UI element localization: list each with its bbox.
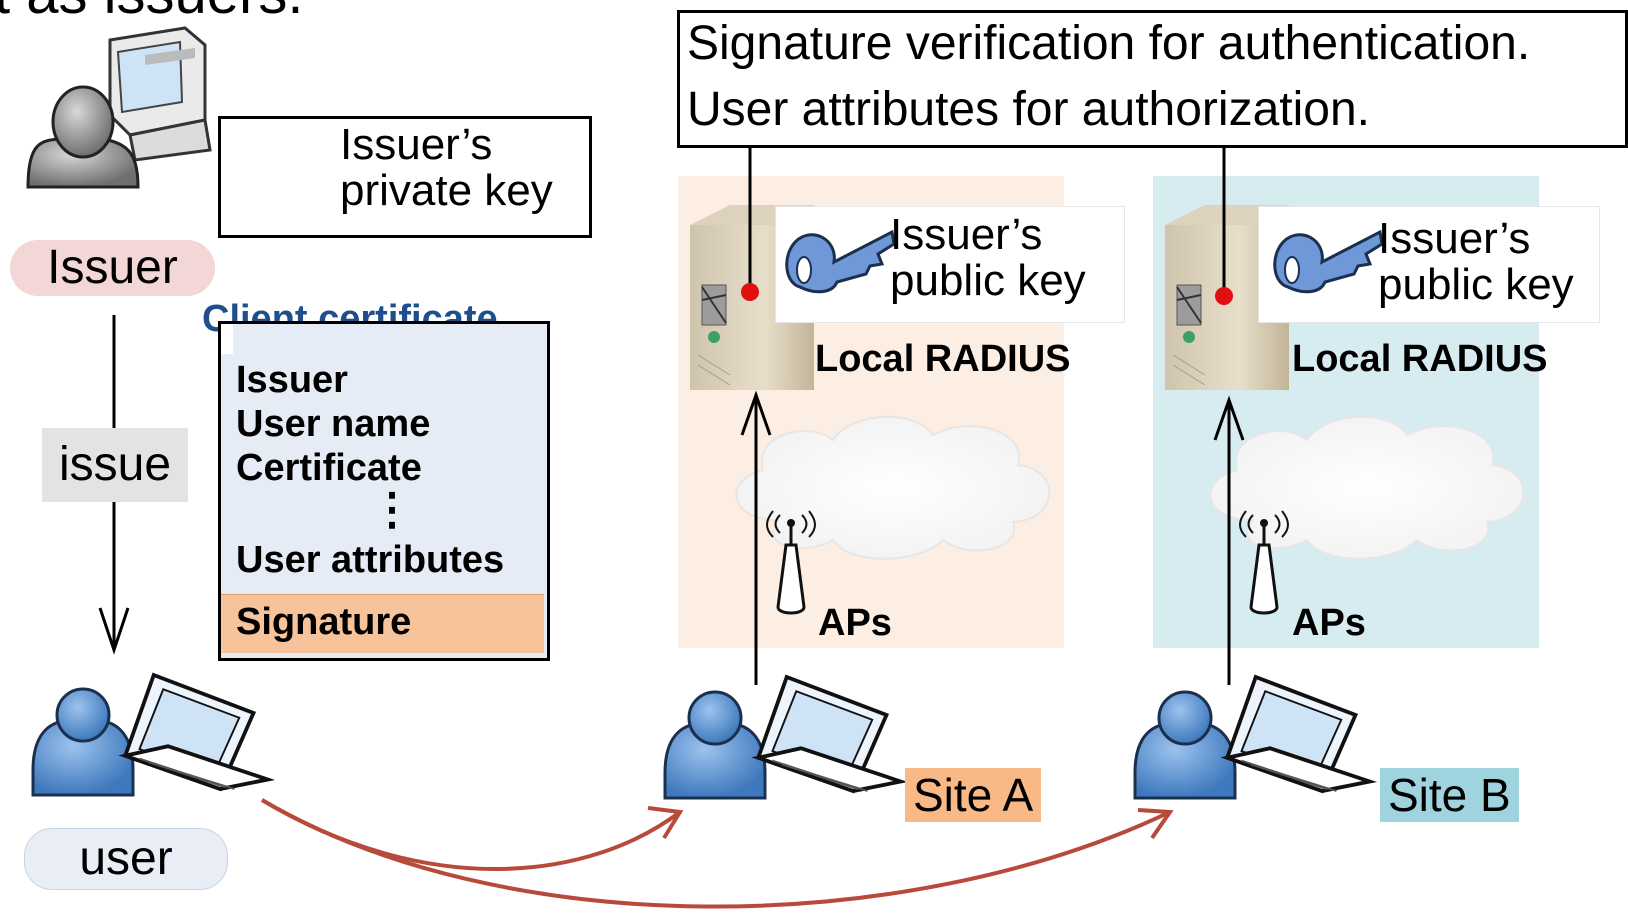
site-b-public-key-icon-front [1273,229,1384,294]
issuer-person-icon [26,85,140,189]
roam-arrow-site-b [260,798,1171,909]
site-b-cloud-icon [1209,415,1525,560]
site-b-laptop-icon [1225,675,1372,793]
certificate-field-issuer: Issuer [236,359,348,401]
private-key-line1: Issuer’s [340,120,493,169]
site-b-server-label: Local RADIUS [1292,338,1548,380]
certificate-field-certificate: Certificate [236,447,422,489]
certificate-ellipsis: ⋮ [370,485,414,534]
site-a-public-key-line2: public key [890,256,1086,305]
site-a-server-label: Local RADIUS [815,338,1071,380]
site-b-public-key-line1: Issuer’s [1378,214,1531,263]
site-b-ap-label: APs [1292,602,1366,644]
site-a-person-icon [663,690,767,800]
site-b-public-key-line2: public key [1378,260,1574,309]
user-laptop-icon [123,673,270,791]
private-key-box [218,116,592,238]
verification-box [677,10,1628,148]
site-a-public-key-icon-front [785,229,896,294]
user-label: user [24,828,228,890]
roam-arrow-site-a [260,798,682,871]
site-a-marker-dot [741,283,759,301]
certificate-field-username: User name [236,403,431,445]
user-person-icon [31,687,135,797]
certificate-signature-row [221,594,544,653]
site-a-label: Site A [905,768,1042,822]
site-b-label: Site B [1380,768,1519,822]
site-a-laptop-icon [756,675,903,793]
certificate-field-signature: Signature [236,601,412,643]
site-a-ap-label: APs [818,602,892,644]
top-partial-text: t as issuers. [0,0,303,27]
user-label-text: user [79,832,173,885]
private-key-line2: private key [340,166,553,215]
certificate-field-attributes: User attributes [236,539,505,581]
issuer-label: Issuer [10,240,215,296]
site-b-marker-dot [1215,287,1233,305]
issue-label: issue [42,428,188,502]
issue-label-text: issue [58,438,172,491]
site-a-public-key-line1: Issuer’s [890,210,1043,259]
verification-line2: User attributes for authorization. [687,83,1370,136]
issuer-computer-icon [108,26,212,162]
verification-line1: Signature verification for authenticatio… [687,17,1531,70]
issuer-label-text: Issuer [47,241,178,294]
site-b-person-icon [1133,690,1237,800]
site-a-cloud-icon [735,415,1051,560]
